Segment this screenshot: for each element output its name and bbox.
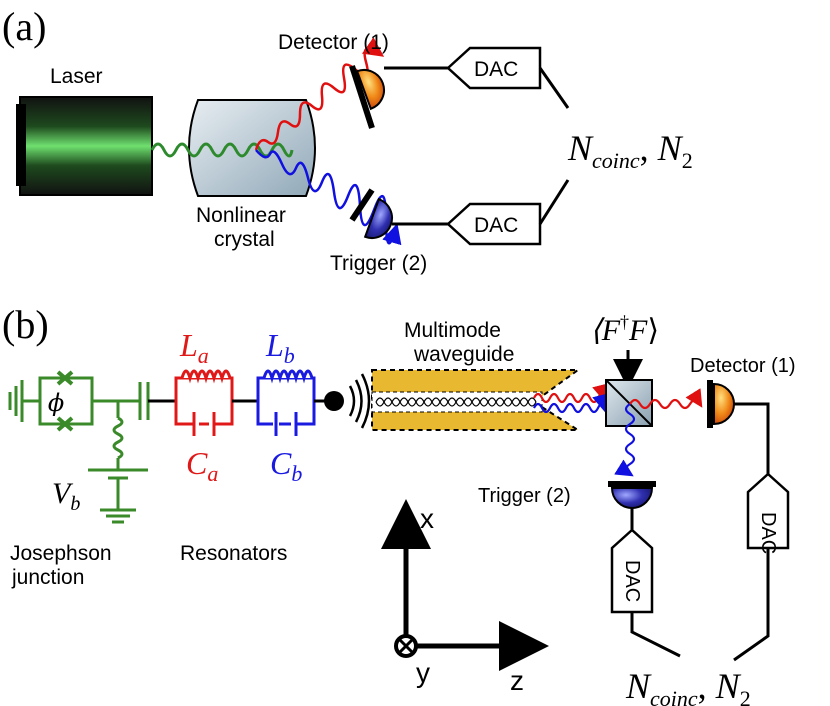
- resonator-b: [256, 369, 316, 436]
- panel-a-tag: (a): [2, 4, 46, 49]
- dac-label-b-left: DAC: [621, 560, 643, 602]
- wire-to-coinc-b-right: [733, 548, 770, 662]
- signal-wave-red-to-detector: [629, 388, 703, 410]
- laser-label: Laser: [50, 65, 103, 88]
- idler-wave-blue-to-trigger: [614, 403, 636, 477]
- detector-label-a: Detector (1): [278, 31, 389, 54]
- trigger-label-a: Trigger (2): [330, 252, 427, 275]
- laser-box: [16, 96, 153, 196]
- wire-to-coinc-a-top: [538, 67, 570, 109]
- dac-label-b-right: DAC: [757, 512, 779, 554]
- axis-z-label: z: [510, 665, 524, 696]
- coordinate-axes: [381, 499, 549, 671]
- coinc-label-b: Ncoinc, N2: [625, 666, 751, 706]
- phi-symbol: ϕ: [48, 389, 64, 417]
- antenna-icon: [324, 373, 371, 429]
- jj-label-line1: Josephson: [10, 542, 112, 565]
- wire-detector-dac-b: [734, 402, 770, 480]
- jj-label-line2: junction: [11, 566, 84, 589]
- idler-wave-blue-b: [533, 393, 610, 414]
- dac-label-a-top: DAC: [474, 58, 518, 81]
- operator-label: ⟨F†F⟩: [590, 312, 659, 347]
- coinc-label-a: Ncoinc, N2: [567, 128, 693, 173]
- la-label: La: [179, 327, 209, 368]
- nonlinear-crystal: [188, 99, 316, 197]
- detector-icon-a: [349, 65, 385, 129]
- crystal-label-line2: crystal: [214, 228, 275, 251]
- resonator-a: [174, 369, 234, 436]
- trigger-icon-b: [608, 481, 656, 509]
- multimode-waveguide: [371, 369, 582, 431]
- dac-label-a-bottom: DAC: [474, 214, 518, 237]
- trigger-icon-a: [349, 188, 393, 239]
- wire-to-coinc-a-bottom: [538, 179, 570, 225]
- lb-label: Lb: [265, 327, 295, 368]
- resonators-label: Resonators: [180, 542, 287, 565]
- trigger-label-b: Trigger (2): [478, 485, 571, 507]
- axis-y-label: y: [416, 657, 430, 688]
- pump-wave-green: [150, 142, 294, 158]
- waveguide-label-line2: waveguide: [413, 343, 514, 366]
- crystal-label-line1: Nonlinear: [196, 204, 286, 227]
- waveguide-label-line1: Multimode: [404, 319, 501, 342]
- axis-x-label: x: [420, 503, 434, 534]
- vb-label: Vb: [52, 477, 80, 515]
- panel-b-tag: (b): [2, 302, 49, 347]
- josephson-circuit: [8, 370, 150, 524]
- beam-splitter: [605, 379, 653, 427]
- wire-to-coinc-b-left: [630, 612, 681, 658]
- ca-label: Ca: [186, 445, 218, 486]
- detector-icon-b: [707, 380, 735, 428]
- detector-label-b: Detector (1): [690, 355, 796, 377]
- cb-label: Cb: [270, 445, 302, 486]
